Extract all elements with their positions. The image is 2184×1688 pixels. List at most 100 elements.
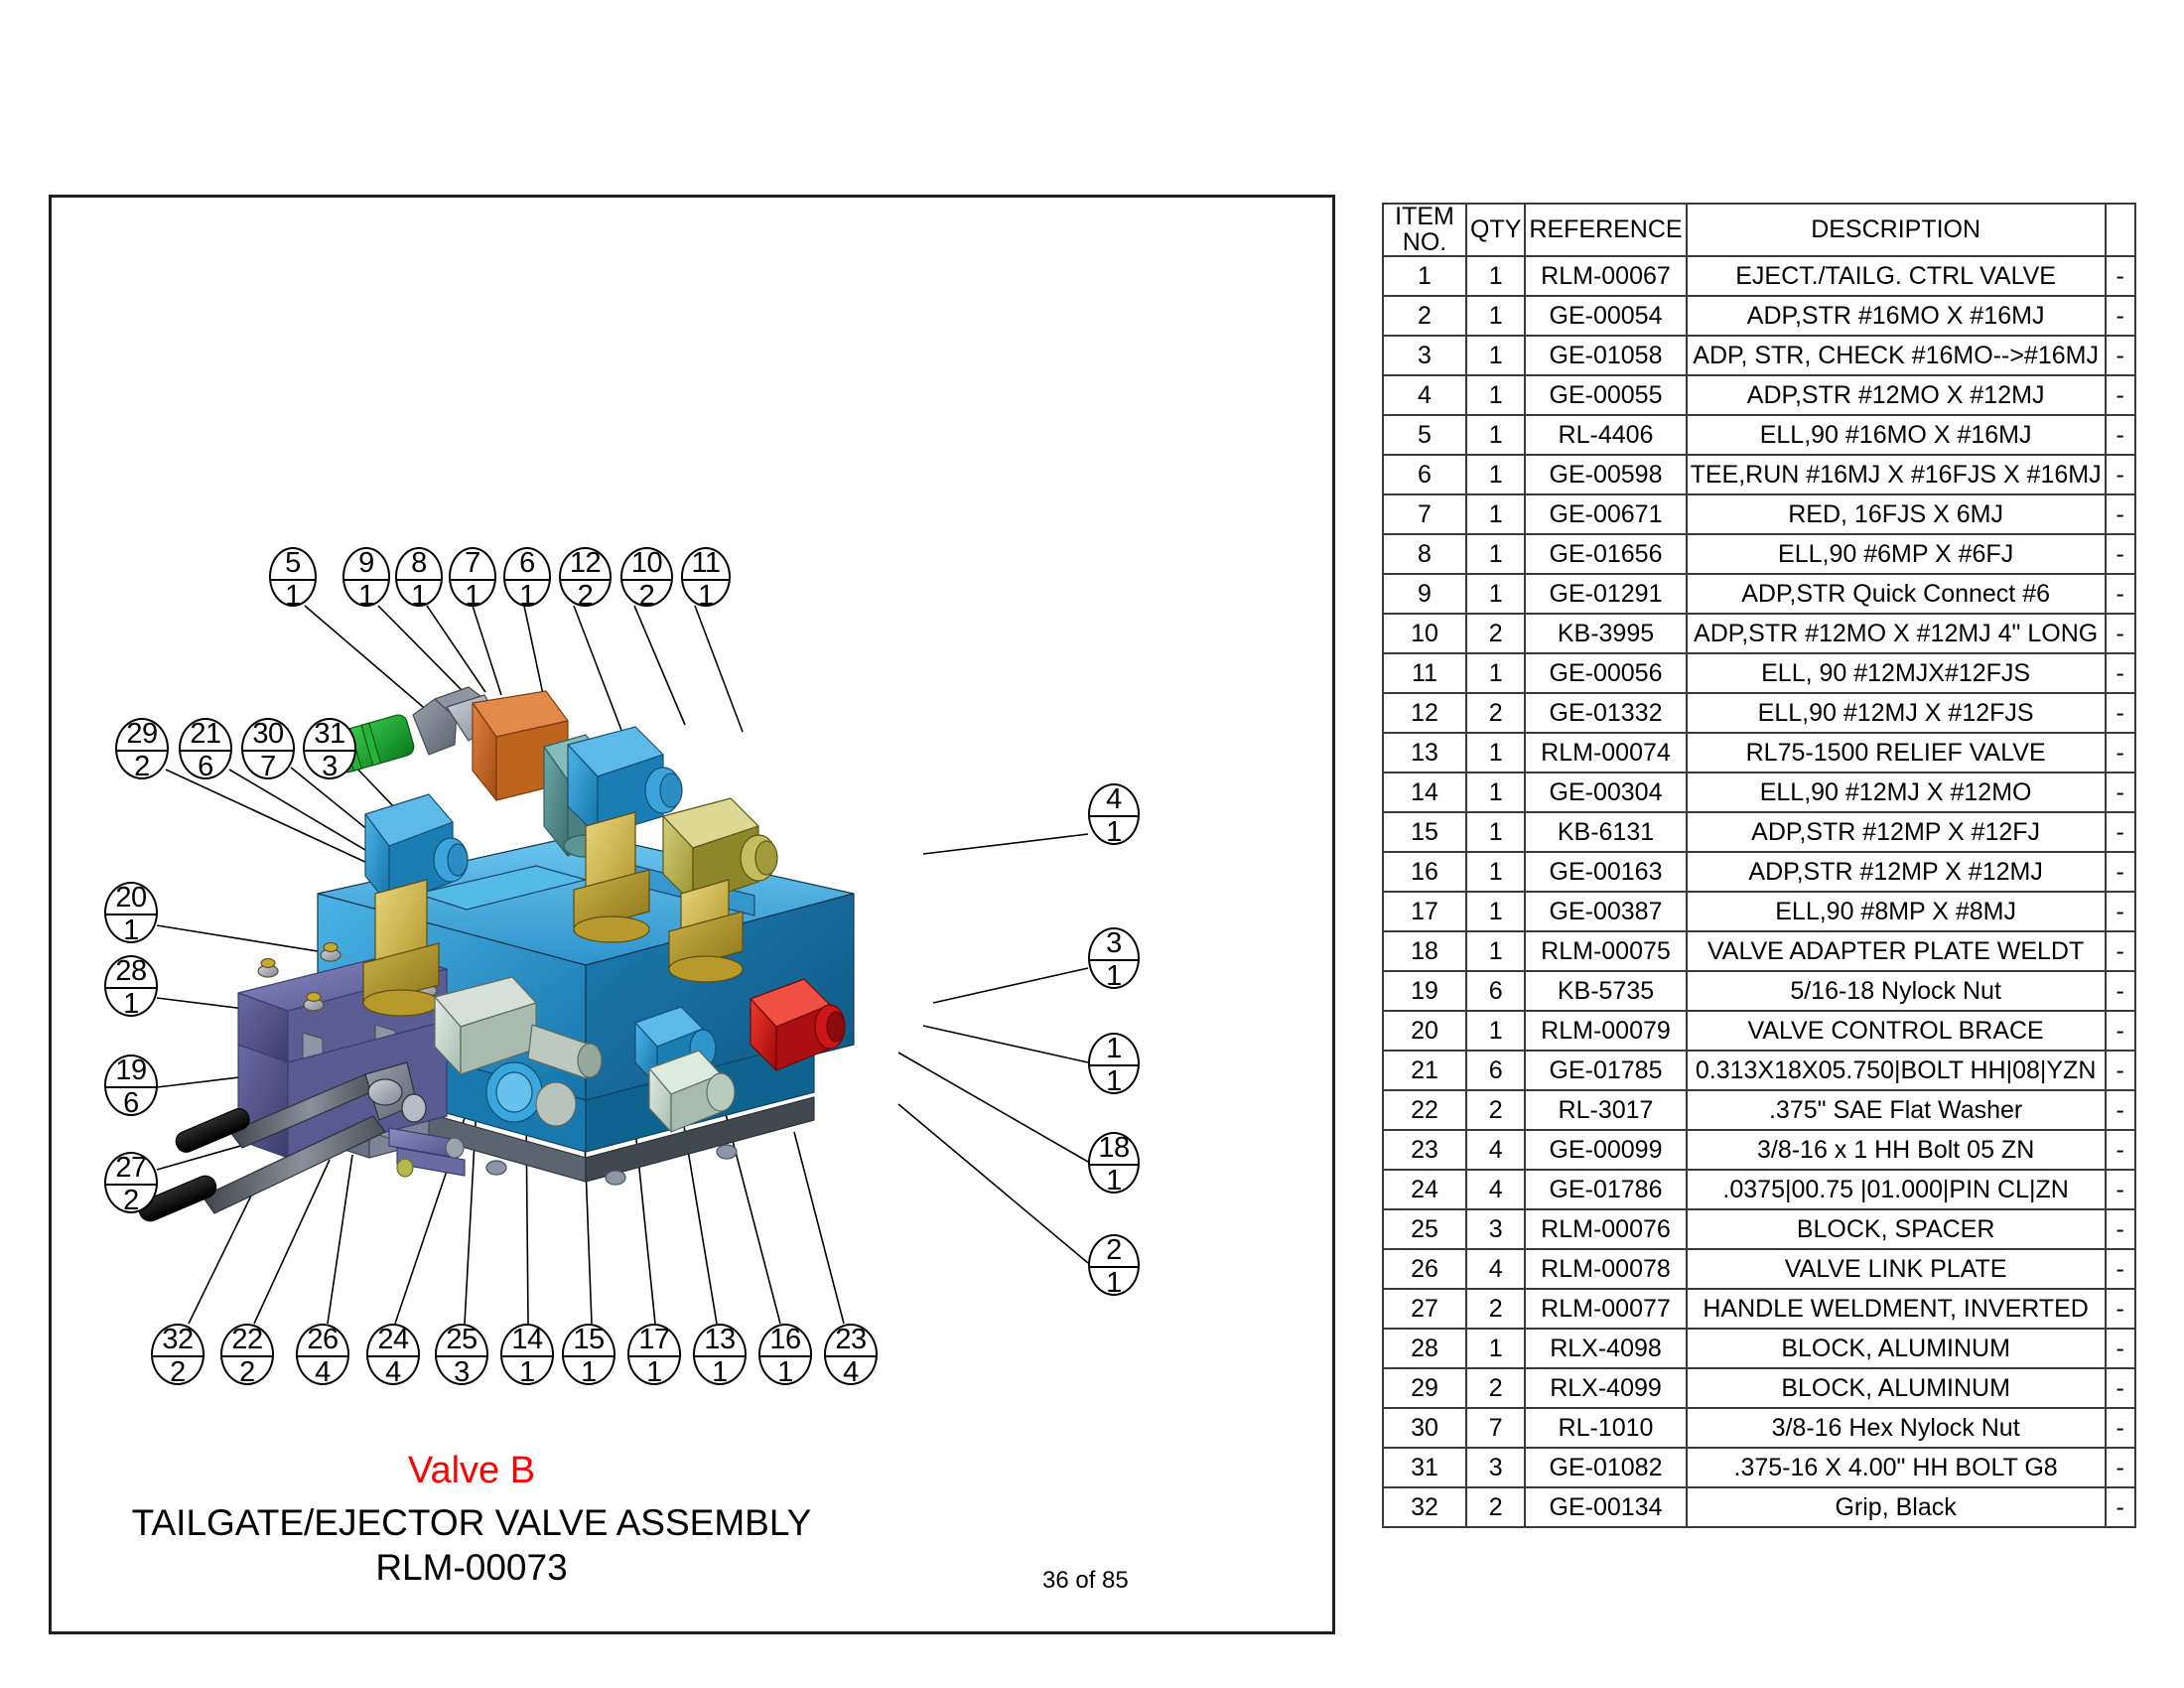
bom-cell-qty: 1 xyxy=(1464,374,1527,416)
bom-cell-end: - xyxy=(2104,811,2136,853)
bom-cell-end: - xyxy=(2104,414,2136,456)
bom-cell-qty: 1 xyxy=(1464,255,1527,297)
balloon-item-number: 19 xyxy=(106,1056,156,1088)
bom-cell-reference: GE-00099 xyxy=(1524,1129,1688,1171)
bom-cell-qty: 1 xyxy=(1464,573,1527,615)
balloon-item-number: 25 xyxy=(437,1326,486,1357)
bom-cell-description: BLOCK, ALUMINUM xyxy=(1685,1367,2107,1409)
balloon-quantity: 3 xyxy=(322,751,338,782)
bom-cell-end: - xyxy=(2104,891,2136,932)
bom-cell-qty: 4 xyxy=(1464,1248,1527,1290)
bom-cell-description: BLOCK, ALUMINUM xyxy=(1685,1328,2107,1369)
assembly-part-number: RLM-00073 xyxy=(375,1547,568,1589)
bom-cell-description: ADP,STR #12MO X #12MJ xyxy=(1685,374,2107,416)
bom-cell-description: ELL,90 #6MP X #6FJ xyxy=(1685,533,2107,575)
bom-cell-reference: KB-5735 xyxy=(1524,970,1688,1012)
bom-cell-reference: GE-00671 xyxy=(1524,493,1688,535)
bom-cell-description: ADP, STR, CHECK #16MO-->#16MJ xyxy=(1685,335,2107,376)
bom-cell-end: - xyxy=(2104,1486,2136,1528)
balloon-item-number: 30 xyxy=(243,720,293,752)
bom-cell-description: ADP,STR #12MO X #12MJ 4" LONG xyxy=(1685,613,2107,654)
balloon-quantity: 1 xyxy=(123,914,139,946)
bom-cell-qty: 4 xyxy=(1464,1129,1527,1171)
bom-cell-item: 24 xyxy=(1382,1169,1467,1210)
bom-cell-qty: 3 xyxy=(1464,1208,1527,1250)
bom-cell-end: - xyxy=(2104,374,2136,416)
balloon-quantity: 1 xyxy=(1106,960,1122,992)
bom-header-reference: REFERENCE xyxy=(1524,203,1688,257)
bom-cell-description: .0375|00.75 |01.000|PIN CL|ZN xyxy=(1685,1169,2107,1210)
bom-cell-end: - xyxy=(2104,772,2136,813)
balloon-quantity: 1 xyxy=(123,988,139,1020)
bom-cell-end: - xyxy=(2104,1367,2136,1409)
balloon-quantity: 1 xyxy=(519,580,535,612)
balloon-item-number: 24 xyxy=(368,1326,418,1357)
bom-cell-reference: RLM-00078 xyxy=(1524,1248,1688,1290)
bom-cell-end: - xyxy=(2104,652,2136,694)
bom-cell-qty: 1 xyxy=(1464,732,1527,774)
balloon-item-number: 15 xyxy=(564,1326,614,1357)
balloon-quantity: 1 xyxy=(777,1356,793,1388)
bom-cell-description: VALVE ADAPTER PLATE WELDT xyxy=(1685,930,2107,972)
bom-cell-description: Grip, Black xyxy=(1685,1486,2107,1528)
bom-cell-description: ADP,STR #12MP X #12MJ xyxy=(1685,851,2107,893)
balloon-quantity: 1 xyxy=(411,580,427,612)
bom-cell-qty: 1 xyxy=(1464,414,1527,456)
balloon-quantity: 1 xyxy=(712,1356,728,1388)
bom-cell-description: EJECT./TAILG. CTRL VALVE xyxy=(1685,255,2107,297)
bom-cell-item: 16 xyxy=(1382,851,1467,893)
bom-cell-end: - xyxy=(2104,335,2136,376)
bom-cell-end: - xyxy=(2104,1050,2136,1091)
balloon-item-number: 5 xyxy=(271,549,315,581)
bom-cell-item: 32 xyxy=(1382,1486,1467,1528)
bom-cell-reference: GE-00598 xyxy=(1524,454,1688,495)
bom-cell-reference: RLM-00067 xyxy=(1524,255,1688,297)
bom-cell-reference: GE-00134 xyxy=(1524,1486,1688,1528)
bom-cell-qty: 1 xyxy=(1464,652,1527,694)
bom-cell-description: 5/16-18 Nylock Nut xyxy=(1685,970,2107,1012)
